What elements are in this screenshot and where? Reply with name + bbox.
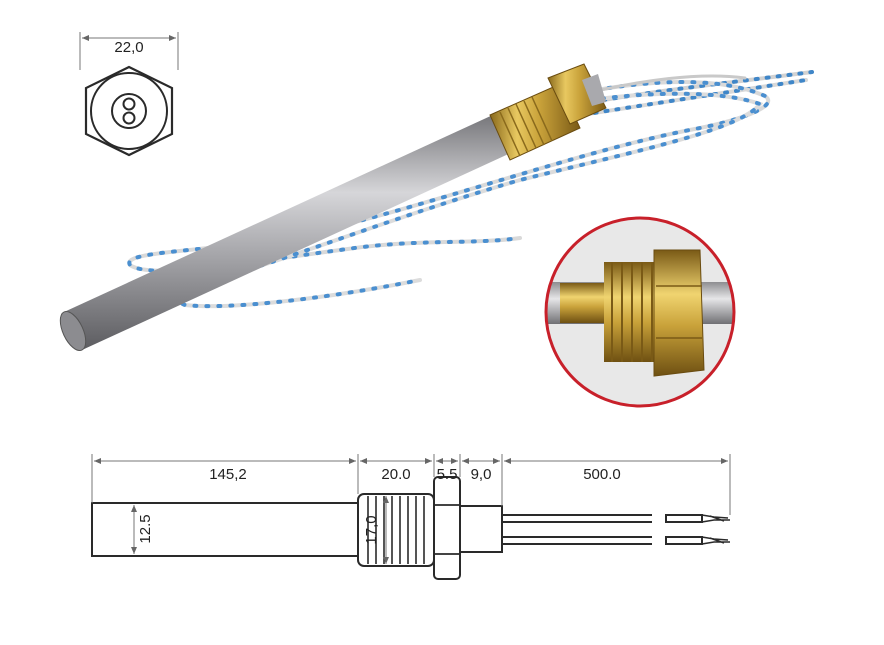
thread-length-label: 20.0 (381, 466, 410, 483)
lead-hole-bottom (122, 111, 136, 125)
end-view-width-dimension (79, 32, 179, 70)
side-drawing (91, 476, 730, 580)
thread-diameter-label: 17,0 (363, 515, 380, 544)
tube-length-label: 145,2 (209, 466, 247, 483)
end-view: 22,0 (79, 32, 179, 157)
dimension-lines (91, 454, 731, 564)
fitting-detail-zoom (544, 216, 736, 408)
hex-inner-circle (90, 72, 168, 150)
heater-tube (59, 108, 526, 351)
tube-face-circle (111, 93, 147, 129)
hex-thickness-label: 5.5 (437, 466, 458, 483)
drawing-tube (91, 502, 359, 557)
drawing-leads (502, 514, 730, 545)
lead-hole-top (122, 97, 136, 111)
brass-fitting (489, 63, 607, 161)
tube-diameter-label: 12.5 (137, 514, 154, 543)
collar-length-label: 9,0 (471, 466, 492, 483)
drawing-collar (459, 505, 503, 553)
hex-outline (84, 65, 174, 157)
lead-length-label: 500.0 (583, 466, 621, 483)
product-photo (59, 63, 814, 351)
drawing-hex-nut (433, 476, 461, 580)
detail-ring (544, 216, 736, 408)
hex-width-label: 22,0 (114, 39, 143, 56)
